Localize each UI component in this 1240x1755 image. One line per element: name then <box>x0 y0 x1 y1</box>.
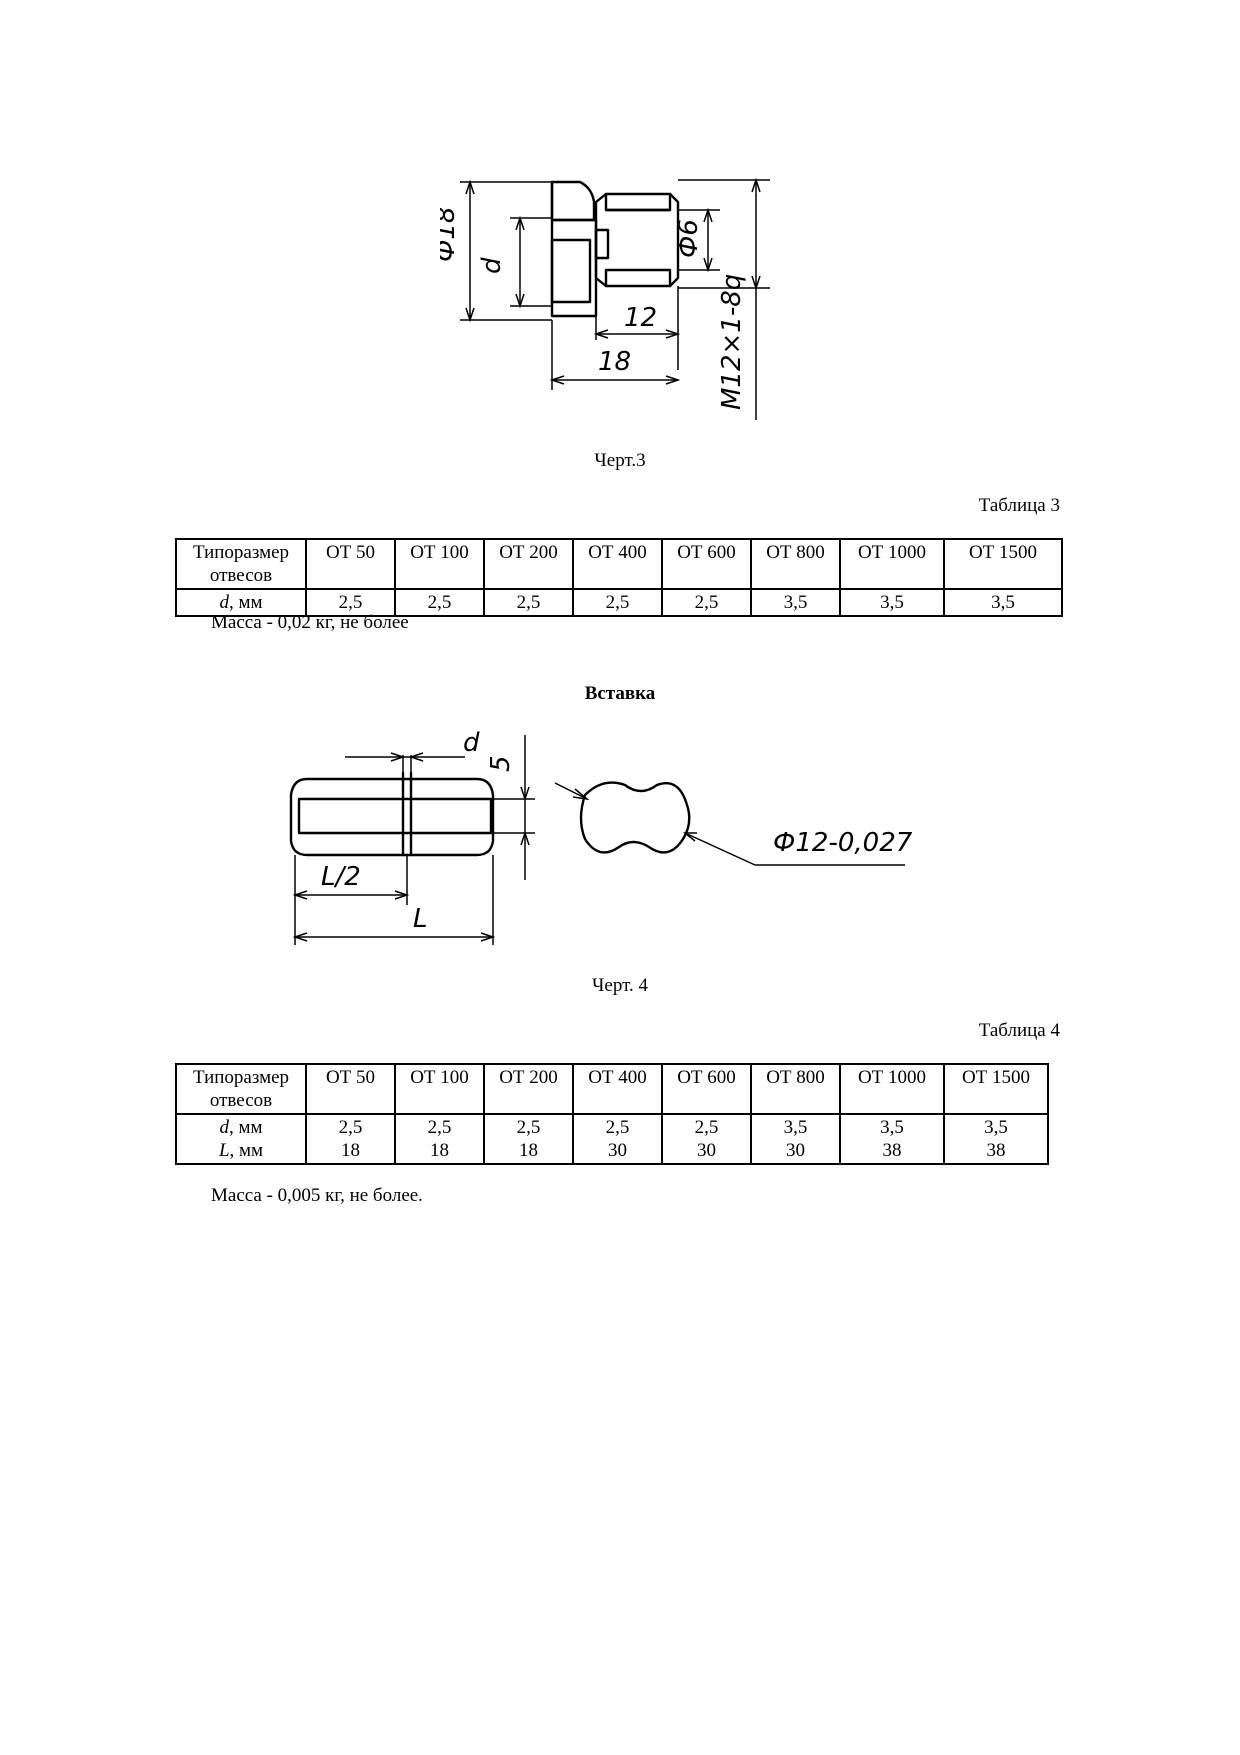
cell-l: 18 <box>519 1140 538 1161</box>
row-unit: , мм <box>229 1140 264 1161</box>
table3-col: ОТ 200 <box>483 538 574 590</box>
table3-header-label: Типоразмер отвесов <box>175 538 307 590</box>
table3-col: ОТ 800 <box>750 538 841 590</box>
cell-l: 18 <box>430 1140 449 1161</box>
cell-d: 3,5 <box>984 1117 1008 1138</box>
table4-header-row: Типоразмер отвесов ОТ 50 ОТ 100 ОТ 200 О… <box>175 1063 1049 1115</box>
table-cell: 3,5 <box>750 588 841 617</box>
table4-col: ОТ 600 <box>661 1063 752 1115</box>
table-cell: 2,5 <box>661 588 752 617</box>
cell-d: 2,5 <box>427 1117 452 1138</box>
header-label-line: Типоразмер <box>192 542 290 563</box>
cell-l: 30 <box>697 1140 716 1161</box>
table4-col: ОТ 50 <box>305 1063 396 1115</box>
cell-l: 38 <box>882 1140 902 1161</box>
table3-col: ОТ 1500 <box>943 538 1063 590</box>
cell-d: 3,5 <box>880 1117 904 1138</box>
table4-note: Масса - 0,005 кг, не более. <box>211 1185 423 1206</box>
table3-col: ОТ 100 <box>394 538 485 590</box>
table3-header-row: Типоразмер отвесов ОТ 50 ОТ 100 ОТ 200 О… <box>175 538 1063 590</box>
cell-l: 30 <box>608 1140 627 1161</box>
table3-label: Таблица 3 <box>978 495 1060 516</box>
dim-phi18: Ф18 <box>440 207 461 262</box>
drawing-chert-4: d 5 L/2 L Ф12-0,027 <box>289 728 913 945</box>
table3-col: ОТ 400 <box>572 538 663 590</box>
dim-18: 18 <box>598 347 631 377</box>
row-unit: , мм <box>228 1117 263 1138</box>
table-cell: 2,5 <box>394 588 485 617</box>
dim-d: d <box>463 728 480 758</box>
table-cell: 2,5 <box>483 588 574 617</box>
table-cell: 3,5 <box>839 588 945 617</box>
cell-l: 30 <box>786 1140 805 1161</box>
table4-col: ОТ 400 <box>572 1063 663 1115</box>
knurl-section <box>550 238 592 304</box>
table4-col: ОТ 1500 <box>943 1063 1049 1115</box>
cell-d: 2,5 <box>516 1117 541 1138</box>
header-label-line: отвесов <box>209 1090 273 1111</box>
table3-row-d: d, мм 2,5 2,5 2,5 2,5 2,5 3,5 3,5 3,5 <box>175 588 1063 617</box>
caption-chert-4: Черт. 4 <box>592 975 648 996</box>
shank <box>594 192 680 288</box>
dim-12: 12 <box>624 303 657 333</box>
heading-insert: Вставка <box>584 683 656 704</box>
header-label-line: отвесов <box>209 565 273 586</box>
row-label: d, мм L, мм <box>175 1113 307 1165</box>
rod-knurl <box>297 797 493 835</box>
drawing-chert-3: Ф18 d Ф6 M12×1-8q 12 18 <box>440 177 770 420</box>
dim-l: L <box>413 904 428 934</box>
table-cell: 2,5 <box>572 588 663 617</box>
table-4: Типоразмер отвесов ОТ 50 ОТ 100 ОТ 200 О… <box>175 1063 1049 1165</box>
table-cell: 3,5 <box>943 588 1063 617</box>
cell-l: 38 <box>986 1140 1006 1161</box>
row-symbol: d <box>219 592 229 613</box>
cell-d: 2,5 <box>694 1117 719 1138</box>
table-cell: 2,5 <box>305 588 396 617</box>
table3-col: ОТ 50 <box>305 538 396 590</box>
table4-label: Таблица 4 <box>978 1020 1060 1041</box>
head-section <box>550 180 596 222</box>
cell-d: 2,5 <box>605 1117 630 1138</box>
row-symbol: L <box>218 1140 230 1161</box>
cross-section <box>579 781 691 854</box>
table-3: Типоразмер отвесов ОТ 50 ОТ 100 ОТ 200 О… <box>175 538 1063 617</box>
table4-col: ОТ 1000 <box>839 1063 945 1115</box>
header-label-line: Типоразмер <box>192 1067 290 1088</box>
dim-d: d <box>477 257 507 274</box>
table4-header-label: Типоразмер отвесов <box>175 1063 307 1115</box>
row-symbol: d <box>219 1117 229 1138</box>
row-label: d, мм <box>175 588 307 617</box>
table4-col: ОТ 100 <box>394 1063 485 1115</box>
caption-chert-3: Черт.3 <box>594 450 646 471</box>
table3-col: ОТ 1000 <box>839 538 945 590</box>
table4-col: ОТ 200 <box>483 1063 574 1115</box>
row-unit: , мм <box>228 592 263 613</box>
table3-note: Масса - 0,02 кг, не более <box>211 612 409 633</box>
cell-d: 3,5 <box>783 1117 808 1138</box>
rod-outline <box>289 777 495 857</box>
dim-5: 5 <box>486 755 516 772</box>
cell-d: 2,5 <box>338 1117 363 1138</box>
dim-half-l: L/2 <box>321 862 361 892</box>
dim-phi6: Ф6 <box>674 219 704 258</box>
cell-l: 18 <box>341 1140 360 1161</box>
dim-thread: M12×1-8q <box>717 274 747 410</box>
dim-phi12: Ф12-0,027 <box>773 828 913 858</box>
table3-col: ОТ 600 <box>661 538 752 590</box>
table4-col: ОТ 800 <box>750 1063 841 1115</box>
